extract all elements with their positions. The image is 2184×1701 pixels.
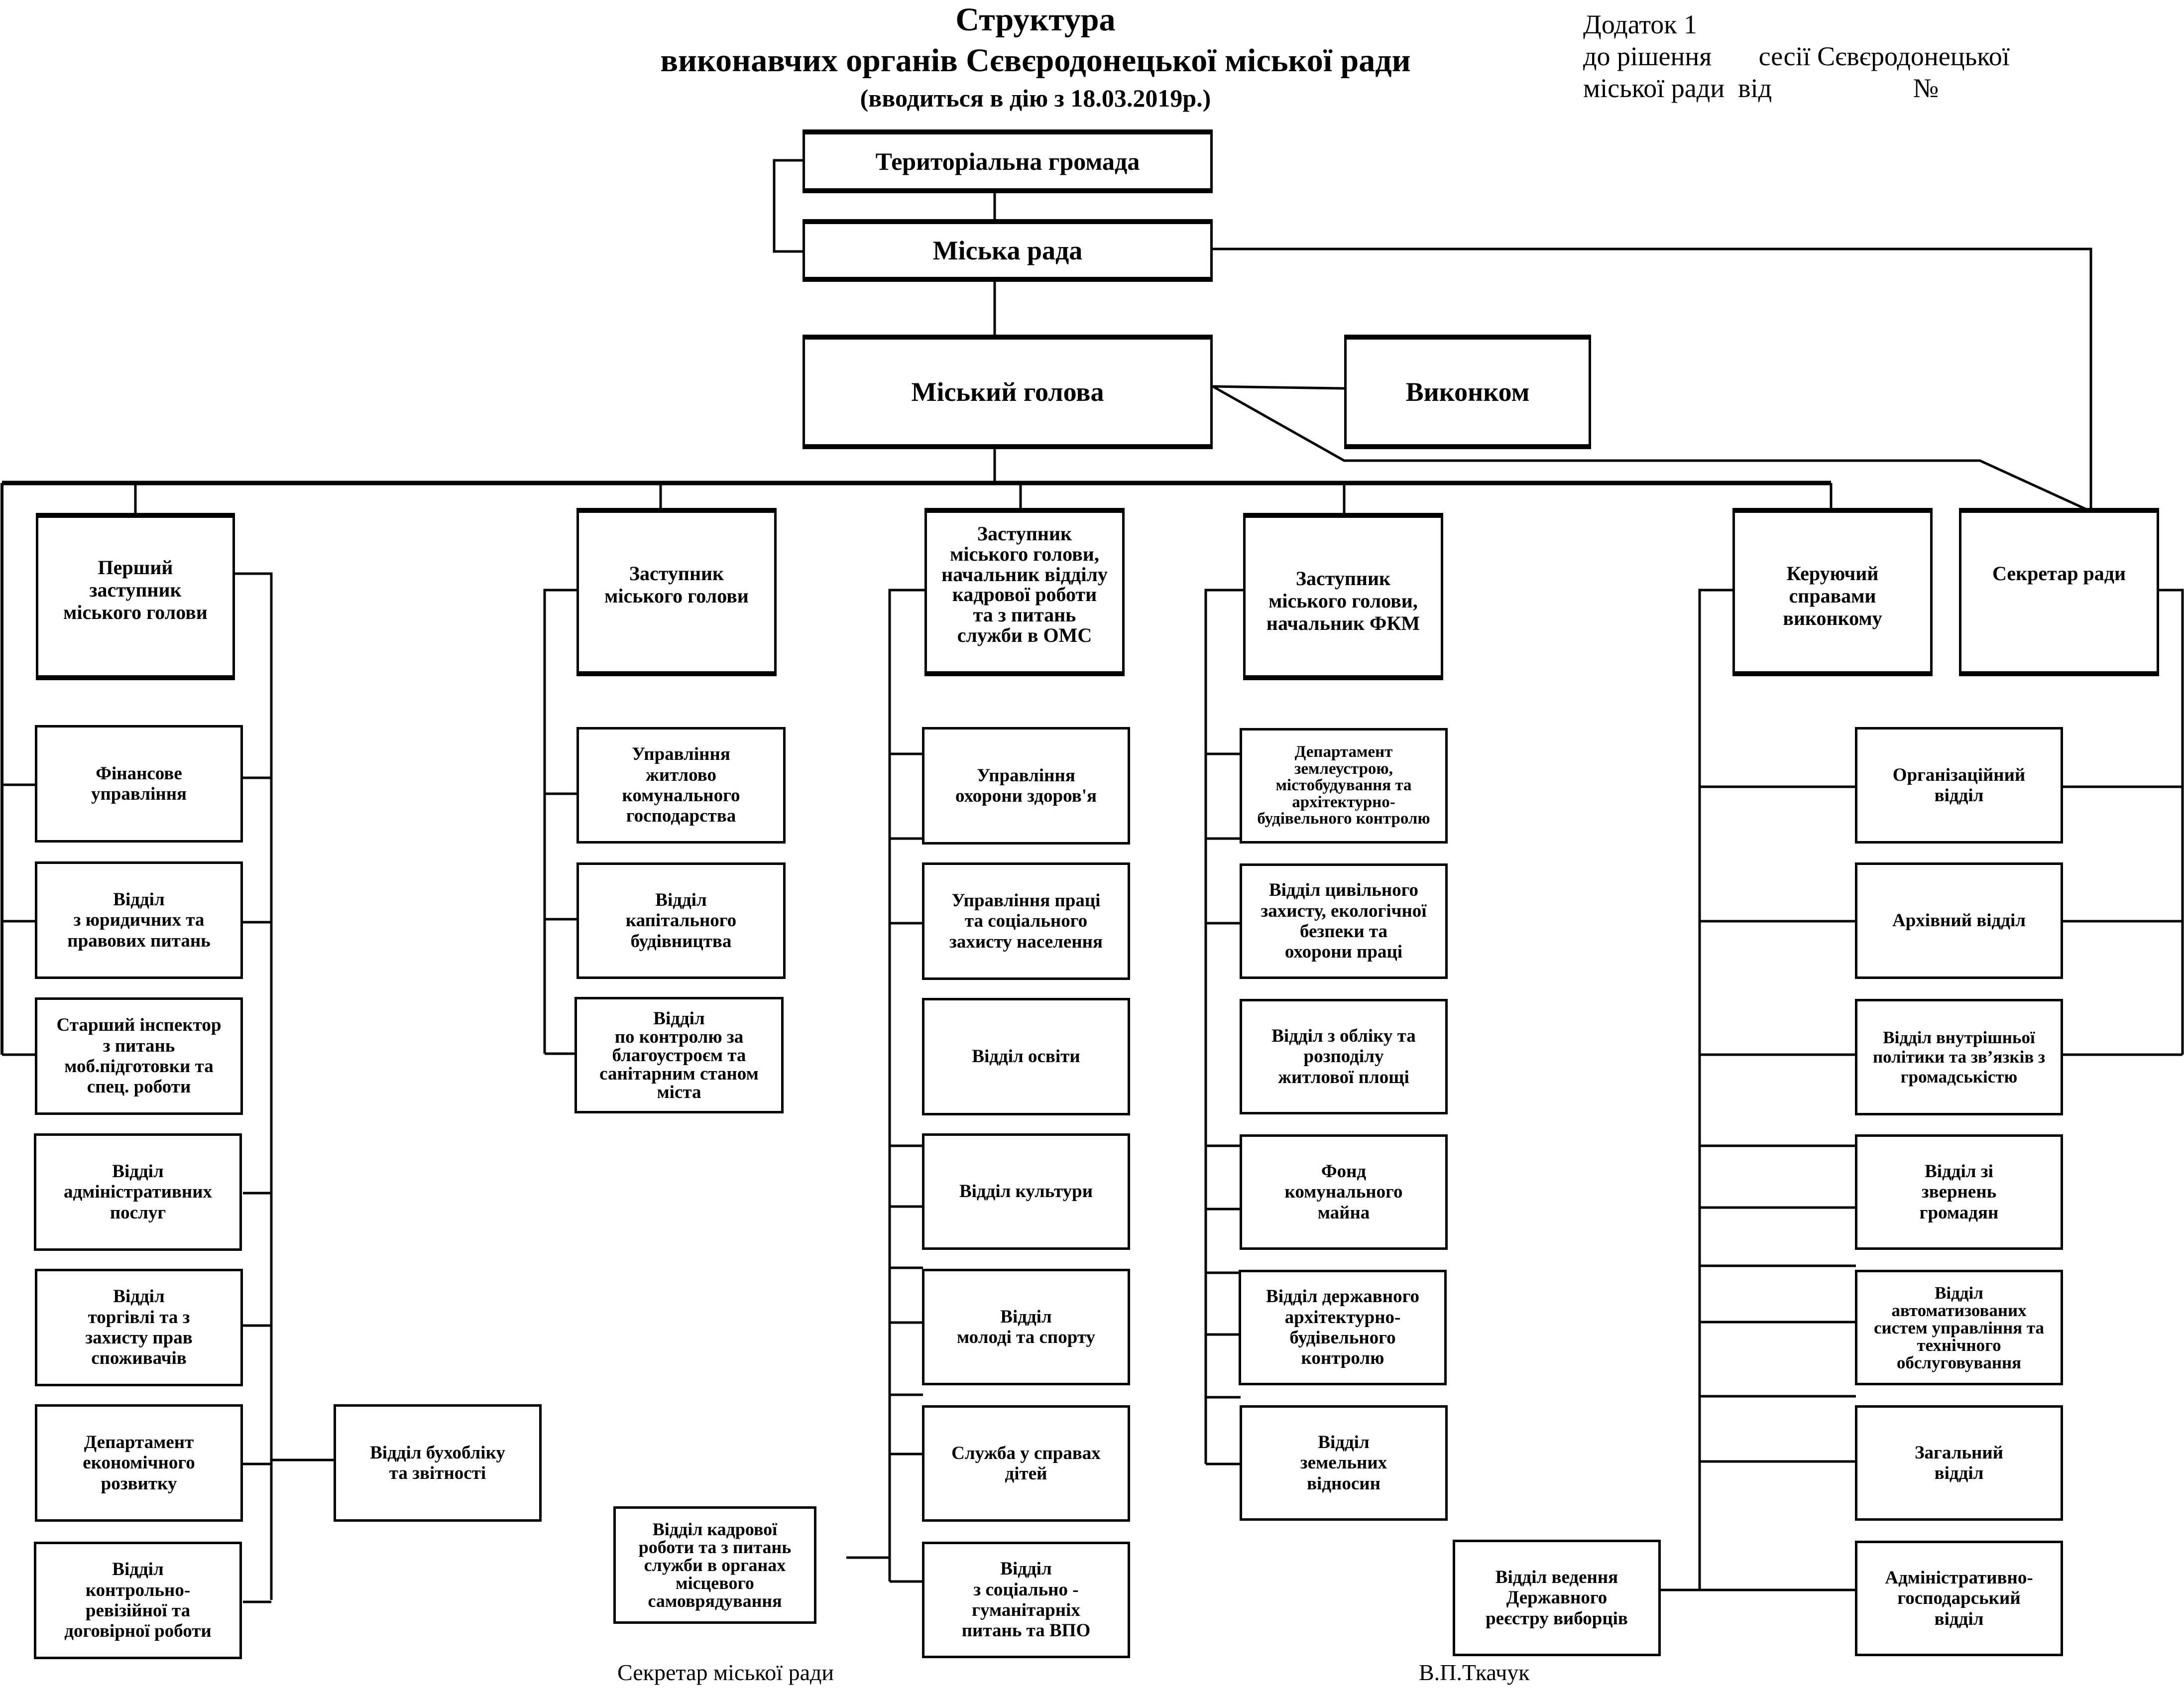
dept-audit[interactable]: Відділ контрольно- ревізійної та договір… bbox=[34, 1542, 242, 1659]
dept-mob-inspector[interactable]: Старший інспектор з питань моб.підготовк… bbox=[35, 997, 243, 1115]
dept-archive[interactable]: Архівний відділ bbox=[1855, 862, 2063, 979]
node-label: Відділ контрольно- ревізійної та договір… bbox=[64, 1559, 212, 1642]
node-label: Керуючий справами виконкому bbox=[1783, 562, 1882, 629]
dept-civil-protection[interactable]: Відділ цивільного захисту, екологічної б… bbox=[1240, 863, 1448, 979]
node-label: Старший інспектор з питань моб.підготовк… bbox=[56, 1015, 222, 1097]
dept-economic[interactable]: Департамент економічного розвитку bbox=[35, 1404, 243, 1522]
dept-admin-economic[interactable]: Адміністративно- господарський відділ bbox=[1855, 1541, 2063, 1656]
dept-children-service[interactable]: Служба у справах дітей bbox=[922, 1405, 1130, 1522]
dept-improvement-control[interactable]: Відділ по контролю за благоустроєм та са… bbox=[575, 997, 784, 1113]
dept-accounting[interactable]: Відділ бухобліку та звітності bbox=[334, 1404, 542, 1522]
node-label: Відділ з обліку та розподілу житлової пл… bbox=[1271, 1025, 1416, 1088]
annex-label: Додаток 1 bbox=[1583, 9, 1697, 39]
node-label: Відділ з юридичних та правових питань bbox=[67, 889, 211, 951]
dept-internal-policy[interactable]: Відділ внутрішньої політики та зв’язків … bbox=[1855, 999, 2063, 1115]
signature-name: В.П.Ткачук bbox=[1419, 1660, 1530, 1685]
annex-council: міської ради від № bbox=[1583, 73, 1939, 103]
node-first-deputy[interactable]: Перший заступник міського голови bbox=[36, 513, 235, 680]
dept-housing-allocation[interactable]: Відділ з обліку та розподілу житлової пл… bbox=[1240, 999, 1448, 1114]
node-label: Відділ з соціально - гуманітарніх питань… bbox=[961, 1559, 1091, 1641]
node-territorial-community[interactable]: Територіальна громада bbox=[803, 129, 1213, 193]
dept-admin-services[interactable]: Відділ адміністративних послуг bbox=[34, 1133, 242, 1251]
node-label: Управління житлово комунального господар… bbox=[622, 744, 740, 827]
node-label: Фінансове управління bbox=[91, 763, 187, 804]
node-label: Відділ адміністративних послуг bbox=[63, 1161, 213, 1223]
node-deputy-hr[interactable]: Заступник міського голови, начальник від… bbox=[924, 508, 1125, 676]
chart-subtitle: виконавчих органів Сєвєродонецької міськ… bbox=[660, 42, 1411, 79]
node-label: Архівний відділ bbox=[1892, 910, 2026, 931]
node-label: Відділ кадрової роботи та з питань служб… bbox=[638, 1519, 792, 1611]
node-label: Секретар ради bbox=[1992, 562, 2126, 585]
dept-land-relations[interactable]: Відділ земельних відносин bbox=[1240, 1405, 1448, 1521]
dept-organizational[interactable]: Організаційний відділ bbox=[1855, 727, 2063, 844]
dept-citizen-appeals[interactable]: Відділ зі звернень громадян bbox=[1855, 1134, 2063, 1250]
node-label: Міський голова bbox=[911, 376, 1104, 407]
dept-capital-construction[interactable]: Відділ капітального будівництва bbox=[576, 862, 786, 979]
signature-title: Секретар міської ради bbox=[617, 1660, 834, 1685]
node-label: Відділ внутрішньої політики та зв’язків … bbox=[1872, 1028, 2046, 1087]
dept-humanitarian-idp[interactable]: Відділ з соціально - гуманітарніх питань… bbox=[922, 1542, 1130, 1658]
dept-education[interactable]: Відділ освіти bbox=[922, 998, 1130, 1115]
node-label: Відділ торгівлі та з захисту прав спожив… bbox=[85, 1286, 193, 1369]
node-label: Загальний відділ bbox=[1915, 1442, 2003, 1483]
node-executive-committee[interactable]: Виконком bbox=[1344, 335, 1591, 449]
node-label: Відділ капітального будівництва bbox=[625, 889, 737, 952]
node-label: Заступник міського голови bbox=[604, 562, 749, 607]
dept-general[interactable]: Загальний відділ bbox=[1855, 1405, 2063, 1521]
node-label: Адміністративно- господарський відділ bbox=[1885, 1567, 2033, 1629]
node-label: Виконком bbox=[1405, 376, 1530, 407]
node-deputy[interactable]: Заступник міського голови bbox=[576, 508, 777, 676]
dept-voters-registry[interactable]: Відділ ведення Державного реєстру виборц… bbox=[1453, 1540, 1661, 1656]
dept-finance[interactable]: Фінансове управління bbox=[35, 725, 243, 843]
node-label: Перший заступник міського голови bbox=[63, 556, 208, 623]
node-label: Відділ освіти bbox=[972, 1046, 1080, 1067]
effective-date: (вводиться в дію з 18.03.2019р.) bbox=[860, 84, 1211, 112]
dept-communal-property-fund[interactable]: Фонд комунального майна bbox=[1240, 1134, 1448, 1250]
node-label: Заступник міського голови, начальник ФКМ bbox=[1266, 567, 1420, 634]
node-exec-manager[interactable]: Керуючий справами виконкому bbox=[1732, 508, 1933, 676]
node-label: Міська рада bbox=[932, 235, 1083, 265]
dept-housing-utilities[interactable]: Управління житлово комунального господар… bbox=[576, 727, 786, 844]
dept-state-arch-control[interactable]: Відділ державного архітектурно- будівель… bbox=[1239, 1270, 1447, 1385]
dept-automated-systems[interactable]: Відділ автоматизованих систем управління… bbox=[1855, 1270, 2063, 1385]
node-label: Відділ молоді та спорту bbox=[956, 1306, 1096, 1347]
dept-social-protection[interactable]: Управління праці та соціального захисту … bbox=[922, 862, 1130, 980]
dept-health[interactable]: Управління охорони здоров'я bbox=[922, 727, 1130, 845]
node-label: Департамент землеустрою, містобудування … bbox=[1257, 742, 1430, 828]
node-label: Фонд комунального майна bbox=[1284, 1161, 1403, 1223]
node-label: Відділ ведення Державного реєстру виборц… bbox=[1486, 1567, 1628, 1629]
node-label: Відділ зі звернень громадян bbox=[1919, 1161, 1999, 1223]
node-label: Територіальна громада bbox=[875, 147, 1140, 175]
node-label: Відділ бухобліку та звітності bbox=[370, 1442, 505, 1483]
node-label: Відділ по контролю за благоустроєм та са… bbox=[599, 1008, 759, 1102]
node-label: Відділ державного архітектурно- будівель… bbox=[1266, 1286, 1419, 1369]
node-mayor[interactable]: Міський голова bbox=[803, 335, 1213, 449]
chart-title: Структура bbox=[955, 1, 1116, 38]
node-label: Відділ земельних відносин bbox=[1300, 1432, 1387, 1494]
node-label: Відділ автоматизованих систем управління… bbox=[1873, 1283, 2045, 1372]
node-label: Служба у справах дітей bbox=[951, 1443, 1101, 1484]
node-label: Департамент економічного розвитку bbox=[83, 1432, 195, 1494]
node-label: Відділ культури bbox=[959, 1181, 1093, 1202]
dept-youth-sport[interactable]: Відділ молоді та спорту bbox=[922, 1269, 1130, 1385]
dept-legal[interactable]: Відділ з юридичних та правових питань bbox=[35, 861, 243, 979]
node-council-secretary[interactable]: Секретар ради bbox=[1959, 508, 2159, 676]
dept-culture[interactable]: Відділ культури bbox=[922, 1133, 1130, 1250]
dept-hr-local-gov[interactable]: Відділ кадрової роботи та з питань служб… bbox=[613, 1506, 816, 1624]
node-label: Управління праці та соціального захисту … bbox=[949, 890, 1103, 952]
dept-trade[interactable]: Відділ торгівлі та з захисту прав спожив… bbox=[35, 1269, 243, 1386]
node-city-council[interactable]: Міська рада bbox=[803, 219, 1213, 282]
node-label: Організаційний відділ bbox=[1892, 764, 2026, 806]
node-label: Заступник міського голови, начальник від… bbox=[941, 522, 1108, 646]
node-label: Управління охорони здоров'я bbox=[955, 765, 1097, 806]
node-label: Відділ цивільного захисту, екологічної б… bbox=[1261, 880, 1427, 963]
annex-decision: до рішення сесії Сєвєродонецької bbox=[1583, 41, 2010, 71]
node-deputy-fkm[interactable]: Заступник міського голови, начальник ФКМ bbox=[1243, 513, 1443, 680]
dept-land-urban-planning[interactable]: Департамент землеустрою, містобудування … bbox=[1240, 728, 1448, 844]
